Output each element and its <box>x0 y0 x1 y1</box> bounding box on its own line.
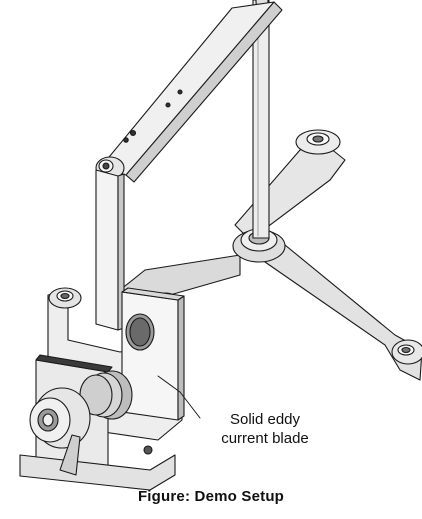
callout-line-1: Solid eddy <box>229 411 301 428</box>
callout-leader-line <box>157 375 201 419</box>
magnet-assembly <box>29 313 155 471</box>
blade-callout: Solid eddy current blade <box>205 410 325 448</box>
hanger-strip <box>95 169 125 331</box>
horizontal-arm <box>95 1 283 183</box>
callout-line-2: current blade <box>221 430 309 447</box>
figure-caption: Figure: Demo Setup <box>137 488 285 505</box>
bottom-support <box>19 434 176 491</box>
